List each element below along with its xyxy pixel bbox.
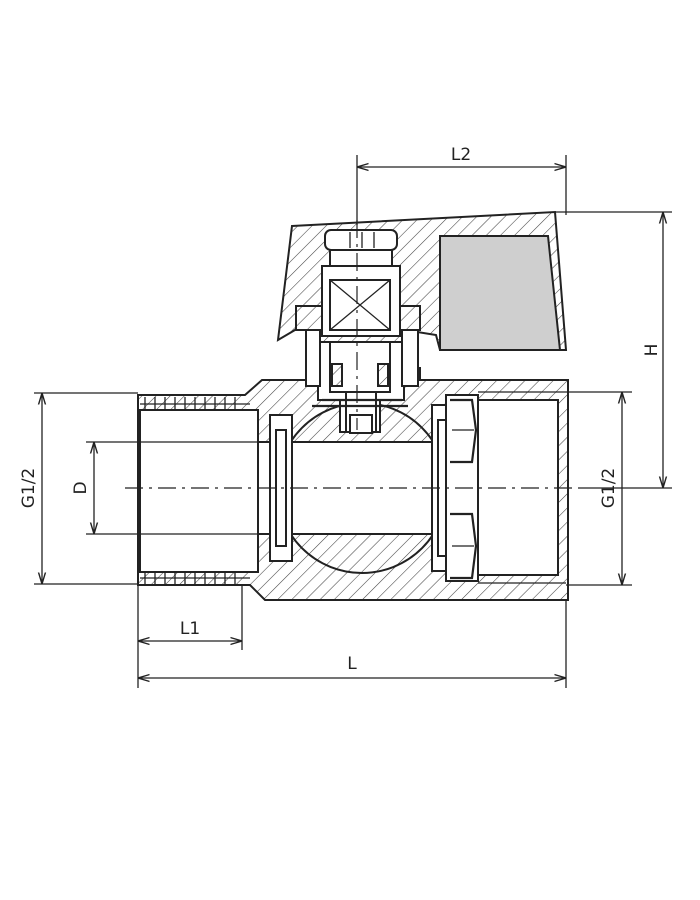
dimension-l: L bbox=[138, 600, 567, 688]
dimension-g-left: G1/2 bbox=[19, 392, 138, 585]
dimension-d: D bbox=[71, 441, 262, 535]
dimension-label-g-left: G1/2 bbox=[19, 468, 39, 509]
dimension-l2: L2 bbox=[356, 145, 567, 225]
dimension-label-l1: L1 bbox=[180, 619, 200, 639]
dimension-l1: L1 bbox=[137, 585, 243, 688]
dimension-h: H bbox=[556, 211, 672, 489]
dimension-label-l: L bbox=[347, 654, 357, 674]
dimension-g-right: G1/2 bbox=[566, 391, 632, 586]
dimension-label-d: D bbox=[71, 481, 91, 494]
valve-handle bbox=[276, 210, 568, 387]
dimension-label-g-right: G1/2 bbox=[599, 468, 619, 509]
dimension-label-l2: L2 bbox=[451, 145, 471, 165]
dimension-label-h: H bbox=[642, 344, 662, 357]
